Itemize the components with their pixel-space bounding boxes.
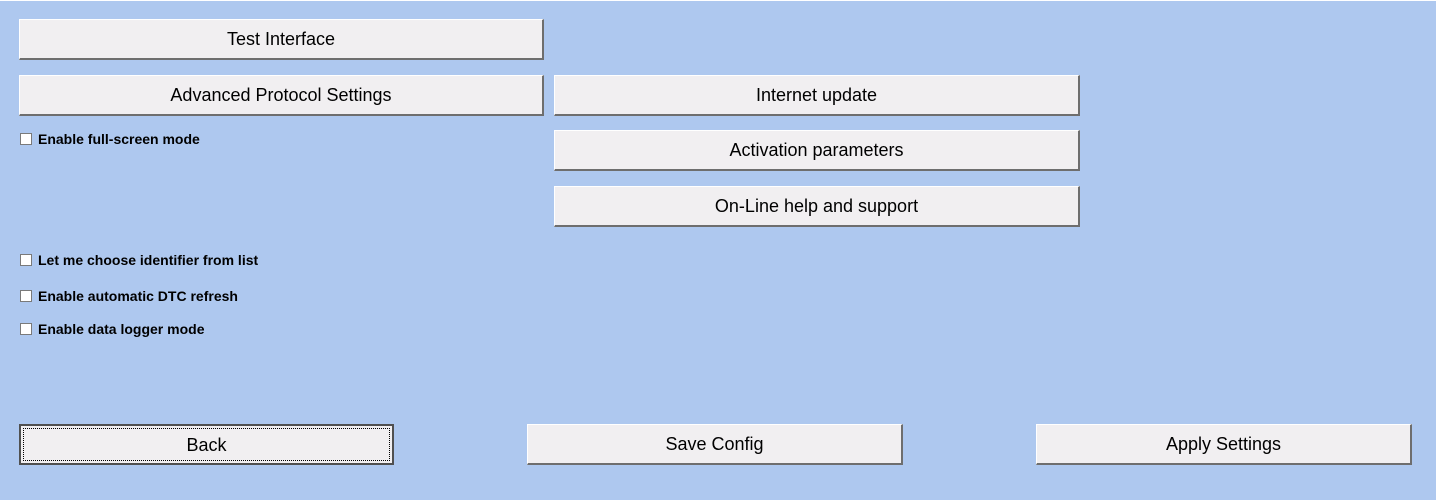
fullscreen-mode-checkbox-box[interactable] xyxy=(20,133,32,145)
advanced-protocol-settings-label: Advanced Protocol Settings xyxy=(170,85,392,105)
top-border xyxy=(0,0,1436,1)
data-logger-checkbox-box[interactable] xyxy=(20,323,32,335)
fullscreen-mode-checkbox[interactable]: Enable full-screen mode xyxy=(20,131,200,147)
dtc-refresh-checkbox-box[interactable] xyxy=(20,290,32,302)
test-interface-label: Test Interface xyxy=(226,29,336,49)
focus-ring xyxy=(23,428,390,461)
apply-settings-label: Apply Settings xyxy=(1165,434,1282,454)
online-help-support-button[interactable]: On-Line help and support xyxy=(554,186,1080,227)
internet-update-label: Internet update xyxy=(755,85,878,105)
test-interface-button[interactable]: Test Interface xyxy=(19,19,544,60)
save-config-button[interactable]: Save Config xyxy=(527,424,903,465)
activation-parameters-button[interactable]: Activation parameters xyxy=(554,130,1080,171)
choose-identifier-label: Let me choose identifier from list xyxy=(38,252,259,268)
advanced-protocol-settings-button[interactable]: Advanced Protocol Settings xyxy=(19,75,544,116)
save-config-label: Save Config xyxy=(665,434,764,454)
online-help-support-label: On-Line help and support xyxy=(714,196,919,216)
choose-identifier-checkbox[interactable]: Let me choose identifier from list xyxy=(20,252,258,268)
back-button[interactable]: Back xyxy=(19,424,394,465)
back-label: Back xyxy=(186,434,227,455)
activation-parameters-label: Activation parameters xyxy=(729,140,904,160)
fullscreen-mode-label: Enable full-screen mode xyxy=(38,131,200,147)
dtc-refresh-label: Enable automatic DTC refresh xyxy=(38,288,238,304)
choose-identifier-checkbox-box[interactable] xyxy=(20,254,32,266)
dtc-refresh-checkbox[interactable]: Enable automatic DTC refresh xyxy=(20,288,238,304)
data-logger-checkbox[interactable]: Enable data logger mode xyxy=(20,321,204,337)
data-logger-label: Enable data logger mode xyxy=(38,321,205,337)
apply-settings-button[interactable]: Apply Settings xyxy=(1036,424,1412,465)
internet-update-button[interactable]: Internet update xyxy=(554,75,1080,116)
